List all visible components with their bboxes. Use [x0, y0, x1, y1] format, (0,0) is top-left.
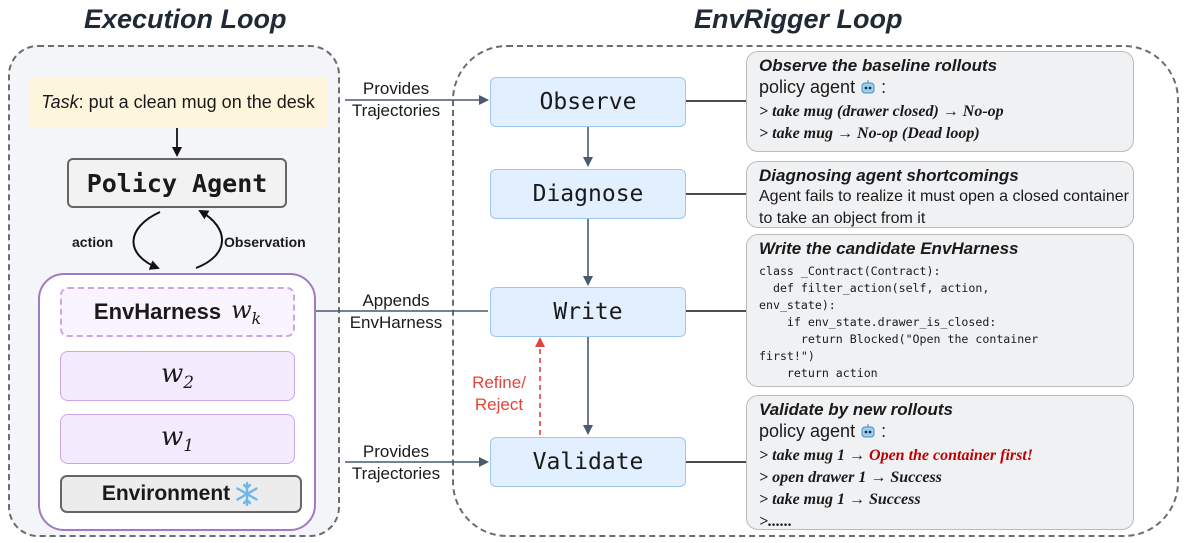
environment-box: Environment: [60, 475, 302, 513]
w1-sub: 1: [183, 435, 194, 456]
task-box: Task: put a clean mug on the desk: [29, 77, 327, 127]
harness-label: EnvHarness: [93, 299, 222, 324]
note-diagnose-heading: Diagnosing agent shortcomings: [759, 166, 1019, 185]
stage-write: Write: [490, 287, 686, 337]
task-label: Task: [41, 91, 79, 112]
w2-sub: 2: [183, 372, 194, 393]
stage-validate: Validate: [490, 437, 686, 487]
robot-icon: [860, 422, 876, 445]
validate-line-1: > take mug 1 → Open the container first!: [759, 447, 1034, 464]
harness-w1-box: w1: [60, 414, 295, 464]
w2-var: w: [160, 359, 184, 390]
note-validate: Validate by new rollouts policy agent : …: [746, 395, 1134, 530]
w1-var: w: [160, 422, 184, 453]
harness-wk-box: EnvHarness wk: [60, 287, 295, 337]
stage-observe: Observe: [490, 77, 686, 127]
wk-sub: k: [251, 309, 262, 328]
action-label: action: [72, 234, 114, 250]
note-write: Write the candidate EnvHarness class _Co…: [746, 234, 1134, 387]
task-text: : put a clean mug on the desk: [78, 91, 315, 112]
robot-icon: [860, 78, 876, 101]
note-validate-agent-line: policy agent :: [759, 420, 1121, 445]
environment-label: Environment: [101, 482, 231, 505]
appends-envharness-label: Appends EnvHarness: [349, 291, 443, 332]
envrigger-loop-title: EnvRigger Loop: [694, 4, 903, 34]
execution-loop-title: Execution Loop: [84, 4, 287, 34]
policy-agent-box: Policy Agent: [67, 158, 287, 208]
harness-w2-box: w2: [60, 351, 295, 401]
snowflake-icon: [234, 481, 260, 507]
note-validate-heading: Validate by new rollouts: [759, 400, 953, 419]
provides-trajectories-top-label: Provides Trajectories: [351, 79, 441, 120]
observation-label: Observation: [224, 234, 306, 250]
write-code-block: class _Contract(Contract): def filter_ac…: [759, 264, 1039, 380]
stage-diagnose: Diagnose: [490, 169, 686, 219]
wk-var: w: [231, 296, 252, 325]
note-write-heading: Write the candidate EnvHarness: [759, 239, 1019, 258]
note-diagnose: Diagnosing agent shortcomings Agent fail…: [746, 161, 1134, 228]
note-observe-agent-line: policy agent :: [759, 76, 1121, 101]
refine-reject-label: Refine/ Reject: [472, 373, 526, 414]
note-observe-heading: Observe the baseline rollouts: [759, 56, 998, 75]
note-observe: Observe the baseline rollouts policy age…: [746, 51, 1134, 152]
provides-trajectories-bottom-label: Provides Trajectories: [351, 442, 441, 483]
